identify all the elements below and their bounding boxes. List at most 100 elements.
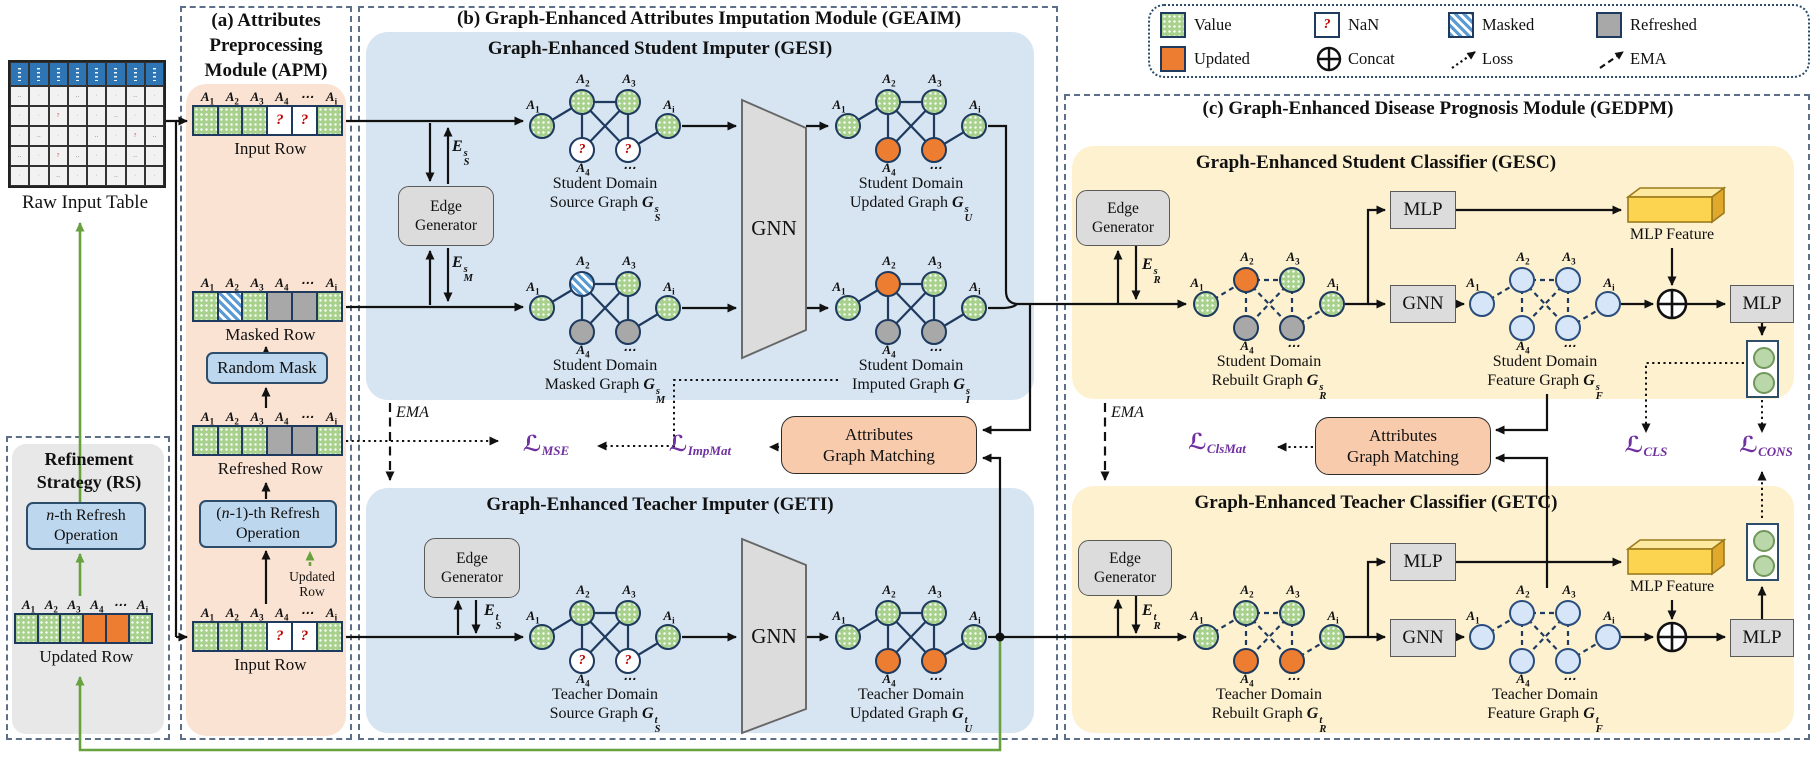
loss-arrow-icon bbox=[1448, 46, 1482, 72]
graph-node-feature bbox=[1509, 648, 1535, 674]
n1th-refresh-box: (n-1)-th Refresh Operation bbox=[199, 500, 337, 548]
prediction-box-student bbox=[1746, 340, 1779, 398]
attr-label-2: A2 bbox=[1516, 249, 1530, 267]
table-body-cell: ? bbox=[125, 126, 145, 146]
table-body-cell: · bbox=[87, 166, 107, 186]
table-header-cell bbox=[48, 62, 68, 86]
attr-label-dots: ⋯ bbox=[300, 409, 314, 424]
attr-label-3: A3 bbox=[250, 275, 264, 293]
graph-node-value bbox=[921, 271, 947, 297]
row-cell-nan: ? bbox=[291, 105, 318, 136]
nth-refresh-line2: Operation bbox=[54, 527, 118, 544]
graph-node-updated bbox=[921, 137, 947, 163]
loss-impmat-sub: ImpMat bbox=[687, 443, 732, 459]
attributes-graph-matching-gedpm: Attributes Graph Matching bbox=[1315, 417, 1491, 475]
mlp-box-getc-top: MLP bbox=[1390, 543, 1456, 581]
graph-node-refreshed bbox=[921, 319, 947, 345]
attr-label-3: A3 bbox=[1562, 249, 1576, 267]
table-header-cell bbox=[67, 62, 87, 86]
attr-label-dots: ⋯ bbox=[1562, 671, 1576, 686]
edge-generator-line1: Edge bbox=[456, 550, 488, 567]
table-body-cell: · bbox=[144, 146, 164, 166]
agm-line2: Graph Matching bbox=[1347, 447, 1459, 466]
attr-label-i: Ai bbox=[1327, 608, 1339, 626]
graph-node-feature bbox=[1469, 291, 1495, 317]
row-cell-updated bbox=[105, 613, 130, 644]
attr-label-1: A1 bbox=[1466, 608, 1480, 626]
attr-label-i: Ai bbox=[325, 605, 338, 623]
attr-label-1: A1 bbox=[832, 97, 846, 115]
loss-symbol: ℒ bbox=[1739, 433, 1759, 458]
attr-label-3: A3 bbox=[622, 582, 636, 600]
graph-node-value bbox=[1233, 600, 1259, 626]
attr-label-2: A2 bbox=[225, 89, 239, 107]
row-cell-value bbox=[191, 105, 219, 136]
gnn-box-getc: GNN bbox=[1390, 619, 1456, 657]
edge-generator-line2: Generator bbox=[441, 569, 503, 586]
graph-node-value bbox=[1193, 291, 1219, 317]
attr-label-1: A1 bbox=[200, 89, 215, 107]
prediction-circle bbox=[1752, 347, 1775, 369]
graph-node-value bbox=[655, 295, 681, 321]
attr-label-4: A4 bbox=[882, 160, 896, 178]
graph-node-value bbox=[961, 113, 987, 139]
attr-label-2: A2 bbox=[576, 582, 590, 600]
row-cell-nan: ? bbox=[266, 105, 294, 136]
rs-title-line2: Strategy (RS) bbox=[36, 472, 142, 492]
row-cell-value bbox=[241, 425, 269, 456]
attr-label-3: A3 bbox=[928, 71, 942, 89]
attr-label-4: A4 bbox=[576, 160, 590, 178]
attr-label-4: A4 bbox=[275, 409, 289, 427]
row-cell-value bbox=[191, 291, 219, 322]
gedpm-module-border bbox=[1064, 94, 1810, 740]
legend-label: Masked bbox=[1482, 15, 1535, 34]
nth-refresh-box: n-th Refresh Operation bbox=[26, 502, 146, 550]
prediction-circle bbox=[1752, 530, 1775, 552]
loss-cls-sub: CLS bbox=[1643, 444, 1668, 460]
attr-label-i: Ai bbox=[136, 597, 149, 615]
row-cell-refreshed bbox=[266, 291, 294, 322]
graph-node-feature bbox=[1595, 291, 1621, 317]
attr-label-dots: ⋯ bbox=[622, 342, 636, 357]
legend-label: Updated bbox=[1194, 49, 1250, 68]
attr-label-1: A1 bbox=[200, 605, 215, 623]
row-cell-value bbox=[191, 621, 219, 652]
geti-title: Graph-Enhanced Teacher Imputer (GETI) bbox=[486, 494, 834, 515]
row-cell-value bbox=[216, 105, 244, 136]
value-swatch bbox=[1160, 12, 1186, 38]
table-body-cell: · bbox=[106, 126, 126, 146]
attr-label-3: A3 bbox=[1286, 582, 1300, 600]
attr-label-1: A1 bbox=[526, 608, 540, 626]
row-cell-value bbox=[36, 613, 62, 644]
nth-refresh-line1: n-th Refresh bbox=[46, 507, 126, 524]
attr-label-2: A2 bbox=[1240, 582, 1254, 600]
attr-label-2: A2 bbox=[882, 71, 896, 89]
prediction-box-teacher bbox=[1746, 523, 1779, 581]
graph-node-value bbox=[655, 624, 681, 650]
row-cell-value bbox=[191, 425, 219, 456]
attr-label-i: Ai bbox=[969, 97, 981, 115]
attr-label-i: Ai bbox=[663, 608, 675, 626]
table-body-cell: ? bbox=[48, 146, 68, 166]
edge-generator-box-gesi: Edge Generator bbox=[398, 186, 494, 246]
table-body-cell: ‥ bbox=[67, 146, 87, 166]
graph-node-feature bbox=[1509, 600, 1535, 626]
table-body-cell: ‥ bbox=[67, 86, 87, 106]
attr-label-2: A2 bbox=[576, 253, 590, 271]
table-body-cell: · bbox=[87, 146, 107, 166]
graph-node-value bbox=[529, 113, 555, 139]
gesi-title: Graph-Enhanced Student Imputer (GESI) bbox=[487, 38, 833, 59]
attr-label-3: A3 bbox=[250, 605, 264, 623]
attributes-graph-matching-geaim: Attributes Graph Matching bbox=[781, 416, 977, 474]
edge-generator-line2: Generator bbox=[415, 217, 477, 234]
